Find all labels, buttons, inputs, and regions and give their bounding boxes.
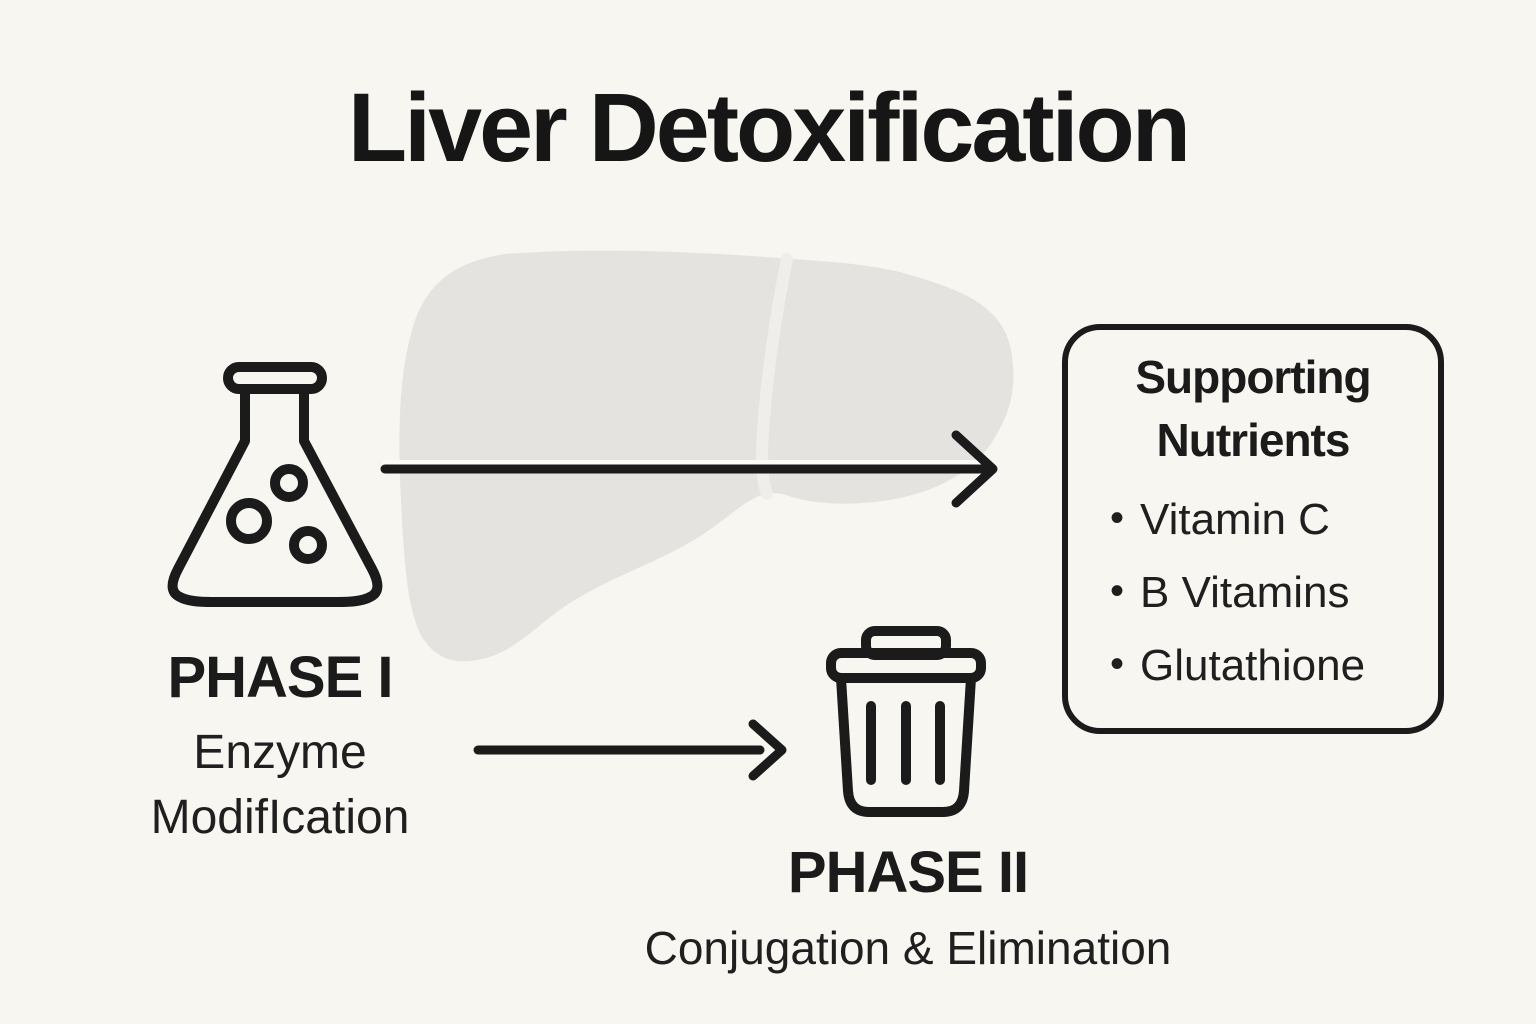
liver-silhouette <box>399 250 1014 662</box>
nutrients-list: • Vitamin C • B Vitamins • Glutathione <box>1086 498 1420 688</box>
page-title: Liver Detoxification <box>347 73 1191 182</box>
liver-lobe-divider <box>756 253 793 500</box>
nutrient-label: Glutathione <box>1140 641 1366 690</box>
liver-icon <box>399 250 1014 662</box>
phase1-title: PHASE I <box>167 645 393 710</box>
arrow-phase1-to-nutrients <box>380 430 998 508</box>
nutrient-label: B Vitamins <box>1140 568 1350 617</box>
list-item: • Vitamin C <box>1110 498 1420 542</box>
supporting-nutrients-box: Supporting Nutrients • Vitamin C • B Vitam… <box>1062 324 1444 734</box>
phase2-label-group: PHASE II Conjugation & Elimination <box>618 841 1198 979</box>
flask-icon <box>167 362 383 607</box>
list-item: • Glutathione <box>1110 644 1420 688</box>
bullet-icon: • <box>1110 496 1125 540</box>
nutrients-title: Supporting Nutrients <box>1135 351 1371 466</box>
nutrient-label: Vitamin C <box>1140 495 1330 544</box>
list-item: • B Vitamins <box>1110 571 1420 615</box>
phase2-subtitle: Conjugation & Elimination <box>644 921 1172 974</box>
trash-icon <box>826 626 986 817</box>
bullet-icon: • <box>1110 642 1125 686</box>
phase2-title: PHASE II <box>787 840 1029 905</box>
phase1-label-group: PHASE I Enzyme ModifIcation <box>70 646 490 850</box>
phase1-subtitle: Enzyme ModifIcation <box>150 725 410 845</box>
bullet-icon: • <box>1110 569 1125 613</box>
arrow-phase1-to-phase2 <box>473 719 787 781</box>
